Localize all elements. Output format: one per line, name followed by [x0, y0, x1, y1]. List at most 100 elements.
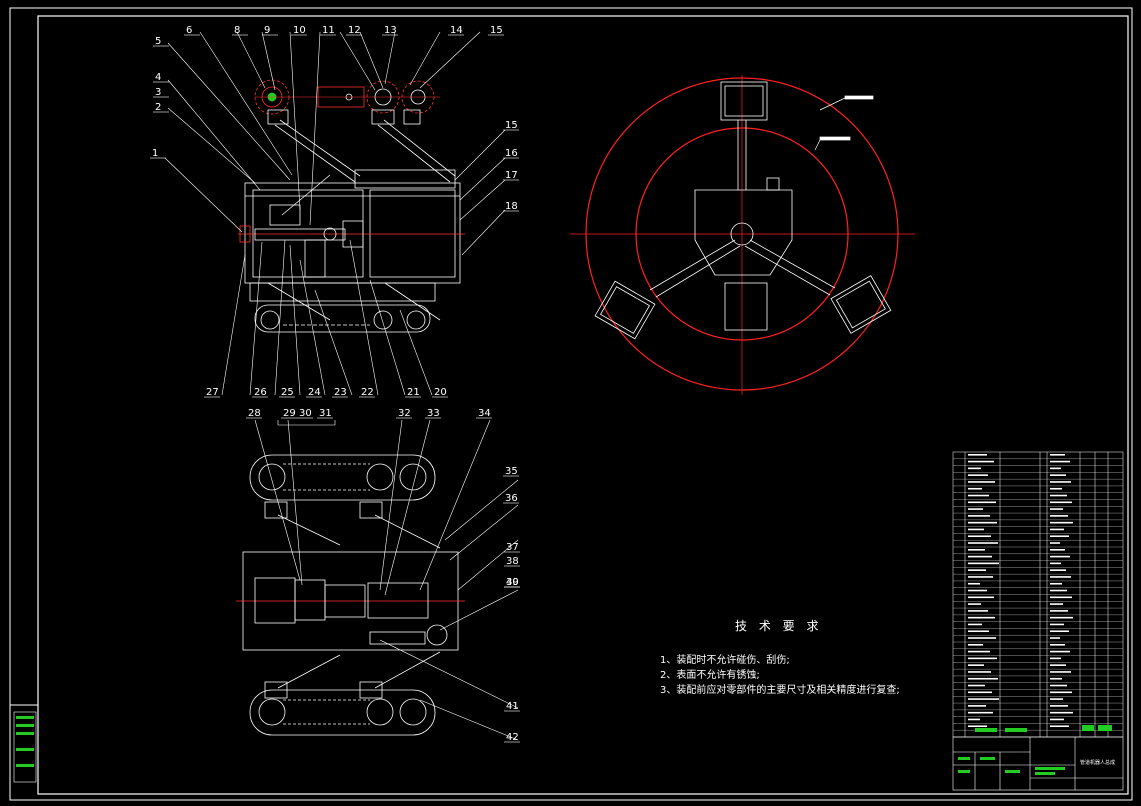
parts-list-cell-text — [968, 610, 988, 612]
front-balloon: 1 — [152, 148, 158, 159]
parts-list-cell-text — [968, 650, 990, 653]
parts-list-cell-text — [968, 616, 995, 619]
front-balloon: 12 — [348, 25, 361, 36]
parts-list-cell-text — [968, 705, 986, 707]
parts-list-cell-text — [1050, 664, 1066, 666]
parts-list-cell-text — [1050, 576, 1071, 578]
parts-list-cell-text — [1050, 705, 1068, 707]
front-balloon: 11 — [322, 25, 335, 36]
front-balloon: 9 — [264, 25, 270, 36]
parts-list-cell-text — [1050, 460, 1070, 463]
parts-list-cell-text — [1050, 528, 1064, 531]
parts-list-cell-text — [968, 677, 998, 680]
top-balloon: 34 — [478, 408, 491, 419]
parts-list-cell-text — [968, 555, 992, 558]
front-balloon: 23 — [334, 387, 347, 398]
parts-list-cell-text — [968, 582, 980, 585]
parts-list-cell-text — [968, 657, 997, 660]
top-balloon: 41 — [506, 701, 519, 712]
parts-list-cell-text — [968, 684, 985, 687]
top-balloon: 30 — [299, 408, 312, 419]
front-balloon: 3 — [155, 87, 161, 98]
front-balloon: 15 — [490, 25, 503, 36]
parts-list-cell-text — [968, 562, 999, 565]
parts-list-cell-text — [1050, 725, 1069, 728]
parts-list-cell-text — [968, 487, 982, 490]
parts-list-cell-text — [968, 494, 989, 497]
parts-list-cell-text — [1050, 684, 1067, 687]
parts-list-cell-text — [1050, 610, 1068, 612]
front-balloon: 16 — [505, 148, 518, 159]
front-balloon: 22 — [361, 387, 374, 398]
top-view — [236, 454, 465, 736]
title-block — [952, 725, 1124, 791]
front-balloon: 6 — [186, 25, 192, 36]
top-balloon: 32 — [398, 408, 411, 419]
parts-list-cell-text — [968, 637, 996, 639]
front-balloon: 25 — [281, 387, 294, 398]
front-view — [238, 79, 465, 333]
parts-list-cell-text — [1050, 562, 1061, 565]
parts-list-cell-text — [968, 515, 990, 517]
parts-list-cell-text — [1050, 616, 1073, 619]
tech-requirement-2: 2、表面不允许有锈蚀; — [660, 670, 760, 681]
front-balloon: 21 — [407, 387, 420, 398]
outer-border — [9, 7, 1133, 801]
parts-list-cell-text — [1050, 474, 1066, 476]
top-balloon: 42 — [506, 732, 519, 743]
parts-list-cell-text — [968, 596, 994, 599]
top-balloon: 31 — [319, 408, 332, 419]
top-balloon: 36 — [505, 493, 518, 504]
parts-list-cell-text — [1050, 467, 1061, 470]
parts-list-cell-text — [1050, 487, 1062, 490]
parts-list-cell-text — [1050, 535, 1069, 538]
parts-list-cell-text — [968, 521, 997, 524]
parts-list-cell-text — [968, 528, 984, 531]
parts-list-cell-text — [968, 454, 987, 456]
tech-requirements-title: 技 术 要 求 — [735, 619, 823, 633]
parts-list-cell-text — [1050, 596, 1072, 599]
parts-list-cell-text — [1050, 644, 1065, 646]
parts-list-cell-text — [1050, 569, 1066, 571]
parts-list-cell-text — [1050, 637, 1060, 639]
parts-list-cell-text — [968, 603, 981, 605]
parts-list-cell-text — [968, 501, 996, 504]
parts-list-cell-text — [1050, 650, 1070, 653]
parts-list-cell-text — [1050, 677, 1062, 680]
top-balloon: 33 — [427, 408, 440, 419]
parts-list-cell-text — [1050, 691, 1072, 694]
parts-list-cell-text — [1050, 508, 1063, 510]
top-balloon: 39 — [506, 577, 519, 588]
parts-list-cell-text — [968, 623, 982, 626]
side-view — [570, 75, 915, 395]
parts-list-cell-text — [968, 549, 985, 551]
parts-list-cell-text — [1050, 630, 1069, 633]
front-balloon: 17 — [505, 170, 518, 181]
parts-list-cell-text — [968, 718, 980, 721]
front-balloon: 4 — [155, 72, 161, 83]
parts-list-cell-text — [968, 698, 999, 700]
front-balloon: 24 — [308, 387, 321, 398]
parts-list-cell-text — [968, 576, 993, 578]
parts-list-cell-text — [968, 725, 987, 728]
front-balloon: 2 — [155, 102, 161, 113]
front-balloon: 8 — [234, 25, 240, 36]
parts-list-cell-text — [968, 691, 992, 694]
parts-list-cell-text — [1050, 603, 1063, 605]
parts-list-cell-text — [1050, 454, 1065, 456]
title-block-caption: 管道机器人总成 — [1080, 760, 1116, 766]
parts-list-cell-text — [1050, 549, 1065, 551]
top-leaders — [254, 419, 519, 741]
tech-requirement-3: 3、装配前应对零部件的主要尺寸及相关精度进行复查; — [660, 685, 900, 696]
parts-list-rows — [953, 454, 1123, 731]
front-balloon: 20 — [434, 387, 447, 398]
front-leaders — [164, 31, 506, 396]
parts-list-cell-text — [968, 711, 993, 714]
parts-list-cell-text — [1050, 542, 1060, 544]
parts-list-cell-text — [968, 535, 991, 538]
parts-list-cell-text — [968, 542, 998, 544]
top-balloon: 40 — [506, 577, 519, 588]
top-balloon: 35 — [505, 466, 518, 477]
parts-list-cell-text — [968, 671, 991, 673]
parts-list-cell-text — [968, 630, 989, 633]
